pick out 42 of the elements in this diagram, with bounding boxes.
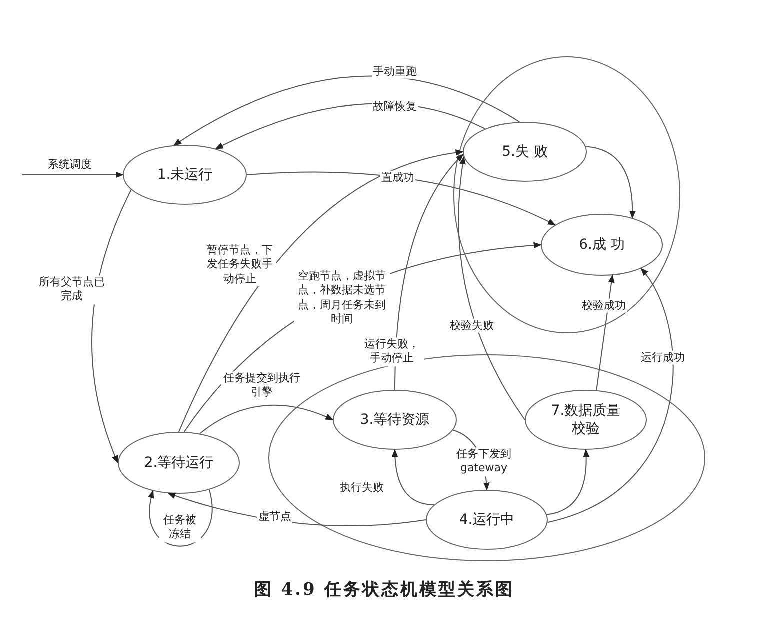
state-ellipse: [463, 122, 587, 182]
edge-label: 虚节点: [258, 510, 292, 524]
edge-label: 系统调度: [47, 158, 93, 172]
edge-label: 故障恢复: [372, 100, 418, 114]
state-ellipse: [123, 145, 247, 205]
edge-label: 手动重跑: [372, 64, 418, 80]
state-label: 5.失 败: [502, 142, 548, 162]
state-label: 3.等待资源: [360, 410, 430, 430]
state-label: 6.成 功: [579, 236, 625, 254]
arrow: [178, 150, 464, 432]
state-label: 1.未运行: [157, 166, 213, 184]
edge-label: 运行成功: [640, 350, 686, 366]
arrow: [148, 489, 213, 547]
arrow: [392, 449, 435, 506]
edge-label: 校验成功: [581, 298, 627, 314]
state-ellipse: [426, 490, 548, 550]
state-label: 4.运行中: [459, 510, 515, 530]
state-ellipse: [525, 390, 647, 450]
arrow: [547, 268, 674, 524]
figure-caption: 图 4.9 任务状态机模型关系图: [253, 579, 516, 601]
state-ellipse: [541, 214, 663, 276]
arrow: [246, 172, 556, 226]
arrow: [458, 156, 526, 420]
arrow: [174, 76, 520, 146]
edge-label: 空跑节点，虚拟节点，补数据未选节点，周月任务未到时间: [294, 269, 390, 327]
state-ellipse: [118, 432, 240, 494]
state-label: 2.等待运行: [144, 454, 214, 472]
edge-label: 暂停节点，下发任务失败手动停止: [204, 244, 276, 286]
arrow: [22, 172, 124, 178]
arrow: [546, 449, 590, 516]
edge-label: 置成功: [380, 170, 416, 186]
edge-label: 任务提交到执行引擎: [221, 372, 303, 400]
state-ellipse: [333, 390, 457, 450]
state-label: 7.数据质量校验: [550, 402, 622, 438]
arrow: [394, 154, 464, 390]
arrow: [199, 404, 334, 434]
edge-label: 任务被冻结: [159, 514, 201, 542]
arrow: [92, 190, 132, 464]
arrow: [586, 146, 636, 219]
edge-label: 校验失败: [449, 318, 495, 334]
edge-label: 执行失败: [339, 480, 385, 496]
arrow: [596, 274, 615, 391]
